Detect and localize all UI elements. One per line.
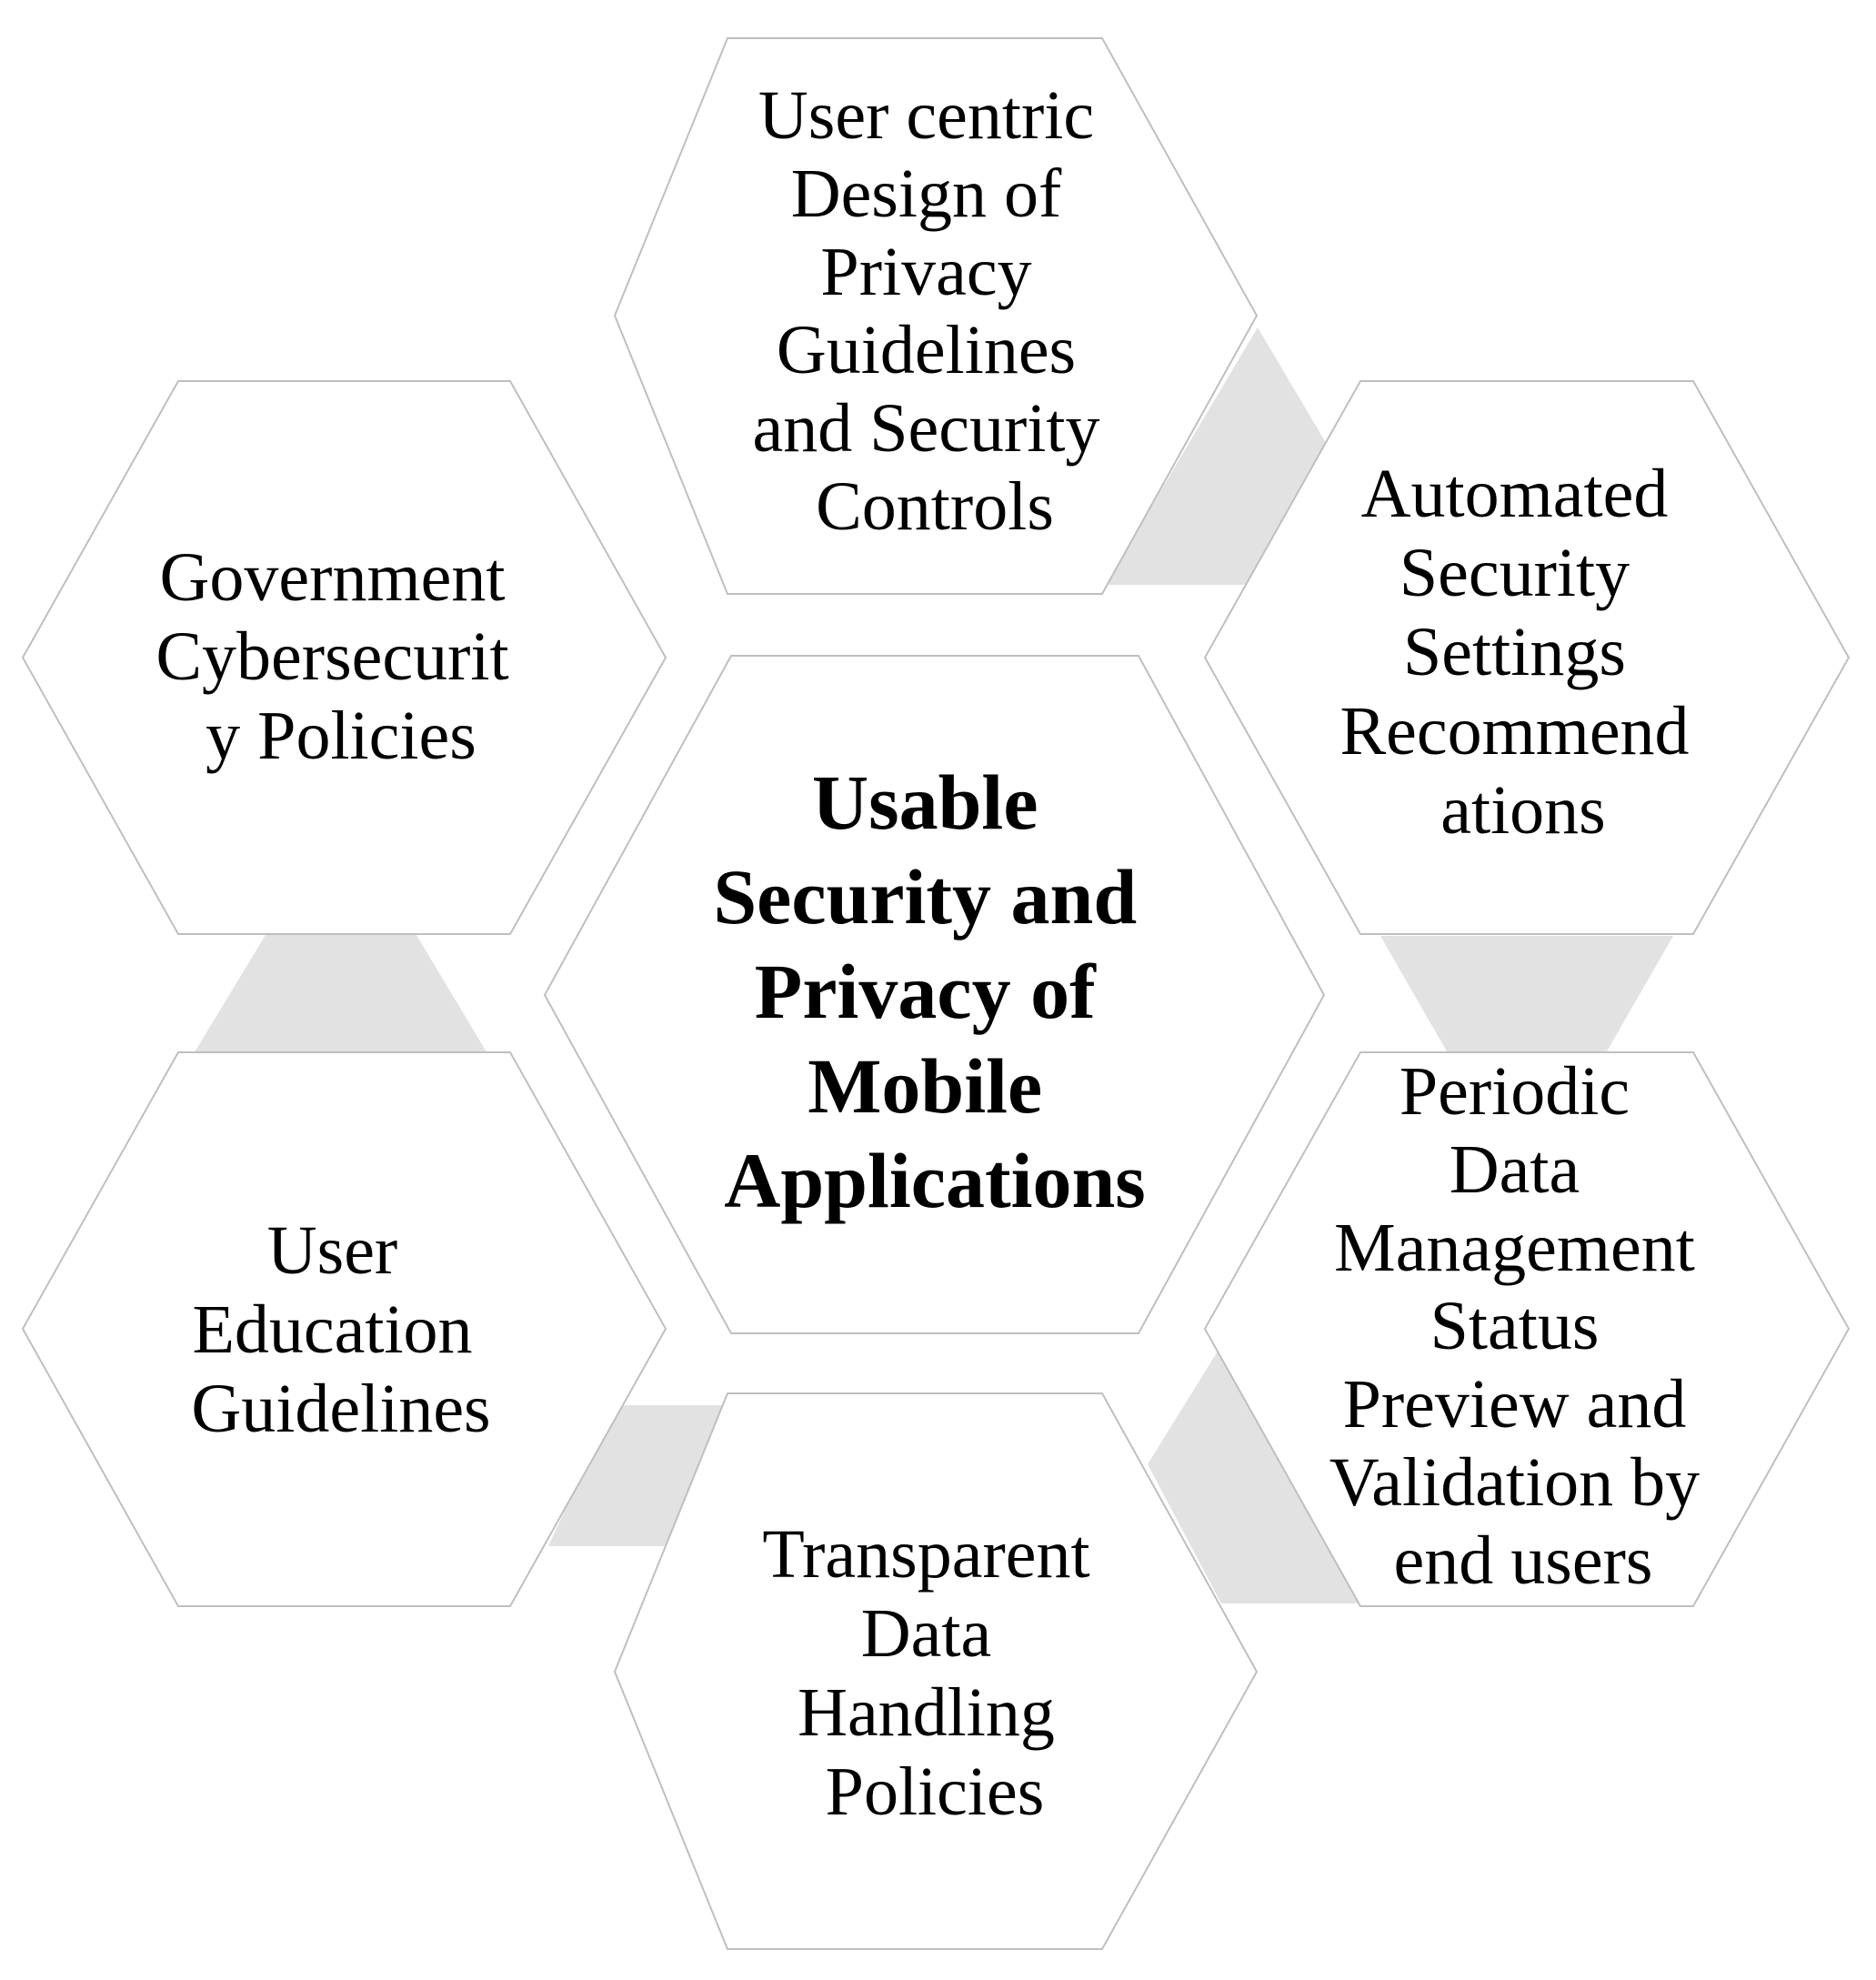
hexagon-labels: Usable Security and Privacy of Mobile Ap… xyxy=(155,77,1717,1830)
hexagon-top xyxy=(613,37,1259,595)
hexagon-bottom xyxy=(613,1392,1259,1950)
connector-upper-right-to-lower-right xyxy=(1380,936,1673,1058)
node-label-line: Education xyxy=(192,1292,472,1368)
node-label-line: Validation by xyxy=(1329,1444,1700,1521)
node-label-line: Guidelines xyxy=(191,1371,490,1447)
node-label-top: User centric Design of Privacy Guideline… xyxy=(752,77,1117,545)
hexagon-upper-right xyxy=(1203,380,1851,935)
node-label-line: Controls xyxy=(816,468,1054,545)
node-label-line: Transparent xyxy=(762,1516,1089,1593)
node-label-line: Periodic xyxy=(1399,1053,1630,1130)
node-label-upper-left: Government Cybersecurit y Policies xyxy=(155,539,526,774)
node-label-line: Handling xyxy=(798,1674,1055,1751)
node-label-line: Security xyxy=(1399,535,1630,611)
center-label-line: Security and xyxy=(713,853,1137,940)
node-label-line: y Policies xyxy=(206,698,477,774)
node-label-line: Guidelines xyxy=(777,312,1076,388)
node-label-lower-right: Periodic Data Management Status Preview … xyxy=(1329,1053,1717,1599)
hexagon-lower-right xyxy=(1203,1051,1851,1607)
node-label-bottom: Transparent Data Handling Policies xyxy=(762,1516,1107,1830)
node-label-line: Status xyxy=(1430,1288,1600,1364)
node-label-line: end users xyxy=(1394,1523,1653,1599)
node-label-upper-right: Automated Security Settings Recommend at… xyxy=(1339,456,1706,849)
node-label-line: and Security xyxy=(752,390,1099,467)
center-label-line: Usable xyxy=(812,759,1038,846)
node-label-line: Policies xyxy=(826,1754,1045,1830)
node-label-line: ations xyxy=(1440,772,1606,849)
hexagon-upper-left xyxy=(21,380,667,935)
node-label-line: Management xyxy=(1334,1210,1695,1286)
node-label-line: Privacy xyxy=(820,234,1031,310)
node-label-line: User centric xyxy=(758,77,1094,154)
node-label-line: Data xyxy=(861,1595,991,1672)
node-label-line: Recommend xyxy=(1339,693,1689,769)
node-label-line: Settings xyxy=(1403,614,1626,690)
node-label-line: Automated xyxy=(1361,456,1669,532)
hexagons xyxy=(21,37,1851,1950)
node-label-line: Preview and xyxy=(1343,1366,1687,1442)
hexagon-lower-left xyxy=(21,1051,667,1607)
center-label-line: Applications xyxy=(724,1137,1146,1224)
node-label-line: Cybersecurit xyxy=(155,618,508,695)
connector-top-to-upper-right xyxy=(1105,327,1328,585)
node-label-line: Data xyxy=(1450,1131,1580,1208)
center-label: Usable Security and Privacy of Mobile Ap… xyxy=(713,759,1156,1224)
connector-lower-left-to-upper-left xyxy=(193,935,488,1055)
node-label-line: User xyxy=(267,1212,398,1289)
node-label-line: Government xyxy=(160,539,506,616)
connector-lower-right-to-bottom xyxy=(1148,1350,1359,1603)
node-label-line: Design of xyxy=(791,156,1062,232)
center-label-line: Mobile xyxy=(808,1042,1042,1130)
hexagon-center xyxy=(543,655,1326,1334)
center-label-line: Privacy of xyxy=(755,948,1097,1035)
node-label-lower-left: User Education Guidelines xyxy=(191,1212,490,1447)
